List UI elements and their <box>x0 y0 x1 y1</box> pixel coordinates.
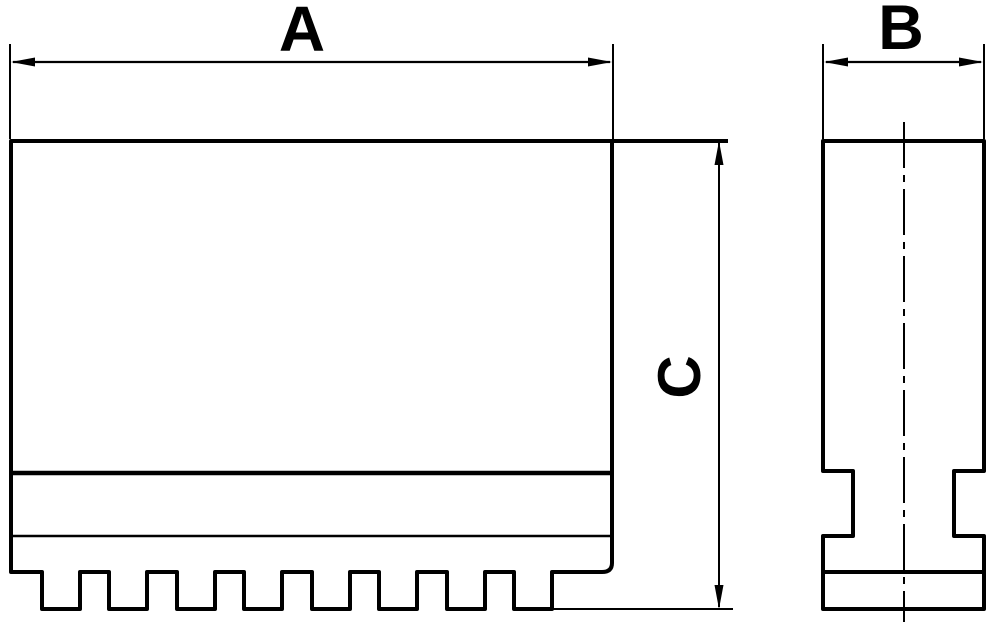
arrowhead-down-icon <box>714 585 724 609</box>
dimension-a: A <box>9 0 614 139</box>
dimension-a-label: A <box>279 0 325 65</box>
front-view-outline <box>9 139 614 611</box>
dimension-b: B <box>822 0 985 139</box>
dimension-b-label: B <box>878 0 924 63</box>
side-view-outline <box>821 139 986 611</box>
arrowhead-left-icon <box>11 57 35 67</box>
dimension-c-label: C <box>646 355 713 398</box>
arrowhead-left-icon <box>824 57 848 67</box>
arrowhead-right-icon <box>959 57 983 67</box>
front-view <box>9 139 614 611</box>
arrowhead-up-icon <box>714 141 724 165</box>
side-view <box>821 122 986 622</box>
dimension-c: C <box>552 139 733 610</box>
arrowhead-right-icon <box>588 57 612 67</box>
